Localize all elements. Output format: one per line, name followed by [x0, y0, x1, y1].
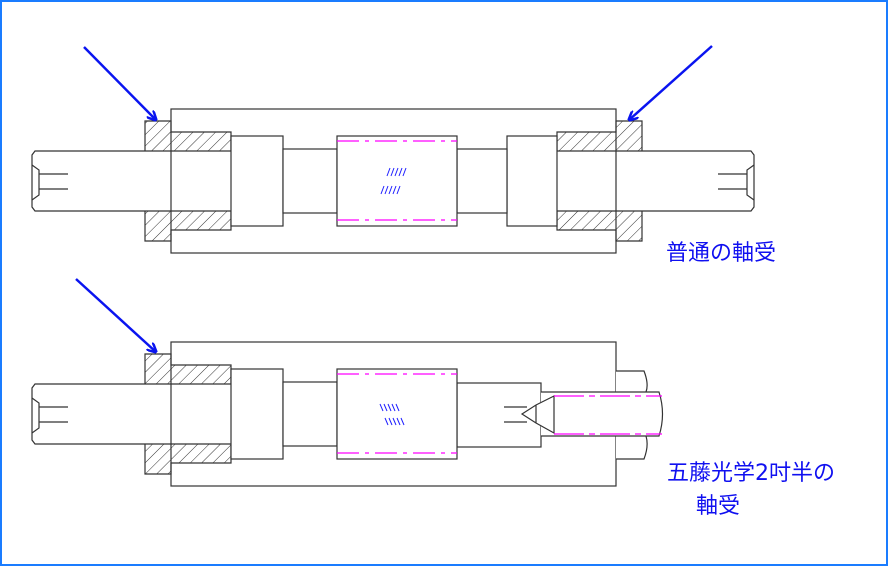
shaft-mid-left [282, 381, 338, 447]
right-bushing-hatched [556, 120, 643, 242]
shaft-mid-right [456, 148, 508, 214]
arrow-top-left [83, 46, 156, 120]
label-goto-bearing-line1: 五藤光学2吋半の [667, 461, 835, 486]
right-bearing [506, 135, 558, 227]
left-bearing [230, 135, 284, 227]
label-goto-bearing-line2: 軸受 [696, 494, 741, 519]
left-bushing-hatched [144, 353, 232, 475]
cone-point [520, 395, 555, 435]
knurl-marks [380, 167, 407, 195]
left-shaft-end [31, 383, 145, 445]
knurl-marks [379, 403, 405, 426]
arrow-top-right [629, 45, 713, 120]
left-bushing-hatched [144, 120, 232, 242]
left-bearing [230, 368, 284, 460]
label-normal-bearing: 普通の軸受 [666, 241, 777, 266]
right-shaft-end [642, 150, 755, 212]
center-sleeve [336, 135, 458, 227]
center-sleeve [336, 368, 458, 460]
housing [170, 108, 617, 254]
goto-bearing-drawing [31, 341, 664, 487]
normal-bearing-drawing [31, 108, 755, 254]
arrow-bottom-left [75, 278, 156, 352]
shaft-mid-left [282, 148, 338, 214]
left-shaft-end [31, 150, 145, 212]
adjust-screw [541, 391, 664, 437]
